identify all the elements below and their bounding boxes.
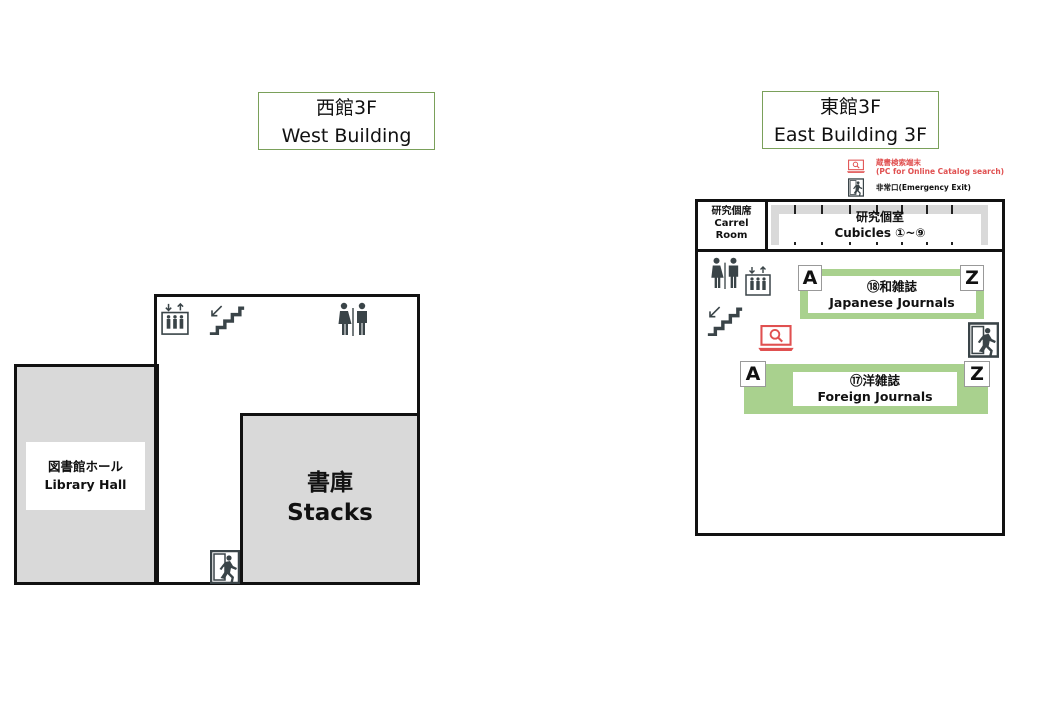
west-title-ja: 西館3F <box>315 97 378 119</box>
foreign-shelf-end-marker: Z <box>964 361 990 387</box>
foreign-journals-en: Foreign Journals <box>817 389 933 404</box>
east-building-title: 東館3F East Building 3F <box>762 91 939 149</box>
east-title-ja: 東館3F <box>819 96 882 118</box>
cubicles-inner <box>779 214 981 245</box>
foreign-journals-label: ⑰洋雑誌 Foreign Journals <box>793 372 957 406</box>
stairs-icon <box>208 305 246 335</box>
east-title-en: East Building 3F <box>773 124 928 146</box>
carrel-en-1: Carrel <box>714 218 749 229</box>
east-divider-horizontal <box>695 249 1005 252</box>
carrel-divider <box>765 199 768 252</box>
elevator-icon-east <box>745 266 771 296</box>
japanese-shelf-start-marker: A <box>798 265 822 291</box>
stacks-room <box>240 413 420 585</box>
japanese-journals-label: ⑱和雑誌 Japanese Journals <box>808 276 976 313</box>
legend-pc-en: (PC for Online Catalog search) <box>876 167 1005 176</box>
japanese-shelf-end-marker: Z <box>960 265 984 291</box>
carrel-room-label: 研究個席 Carrel Room <box>698 206 765 242</box>
carrel-ja: 研究個席 <box>711 206 752 217</box>
pc-legend-icon <box>847 159 865 174</box>
foreign-shelf-start-marker: A <box>740 361 766 387</box>
cubicles-ja: 研究個室 <box>855 210 904 224</box>
restroom-icon <box>338 302 367 336</box>
cubicle-partitions <box>779 205 981 245</box>
japanese-journals-en: Japanese Journals <box>829 294 955 310</box>
legend-pc: 蔵書検索端末 (PC for Online Catalog search) <box>876 158 1004 176</box>
emergency-exit-icon <box>210 550 240 584</box>
stacks-ja: 書庫 <box>307 470 353 496</box>
cubicles-en: Cubicles ①~⑨ <box>834 226 926 240</box>
cubicles-label: 研究個室 Cubicles ①~⑨ <box>779 209 981 241</box>
west-title-en: West Building <box>281 125 412 147</box>
east-building-outline <box>695 199 1005 536</box>
emergency-exit-icon-east <box>968 322 999 358</box>
library-hall-en: Library Hall <box>44 477 127 492</box>
legend-exit: 非常口(Emergency Exit) <box>876 183 971 192</box>
stairs-icon-east <box>706 306 744 336</box>
library-hall-label: 図書館ホール Library Hall <box>26 442 145 510</box>
japanese-journals-num: ⑱和雑誌 <box>866 278 917 294</box>
elevator-icon <box>161 302 189 336</box>
restroom-icon-east <box>711 257 739 289</box>
carrel-en-2: Room <box>715 230 748 241</box>
library-hall-ja: 図書館ホール <box>47 459 123 474</box>
stacks-en: Stacks <box>287 500 373 526</box>
stacks-label: 書庫 Stacks <box>243 468 417 528</box>
pc-icon <box>758 325 794 352</box>
west-building-title: 西館3F West Building <box>258 92 435 150</box>
legend-pc-ja: 蔵書検索端末 <box>876 158 921 167</box>
exit-legend-icon <box>848 178 864 197</box>
foreign-journals-num: ⑰洋雑誌 <box>849 373 900 388</box>
